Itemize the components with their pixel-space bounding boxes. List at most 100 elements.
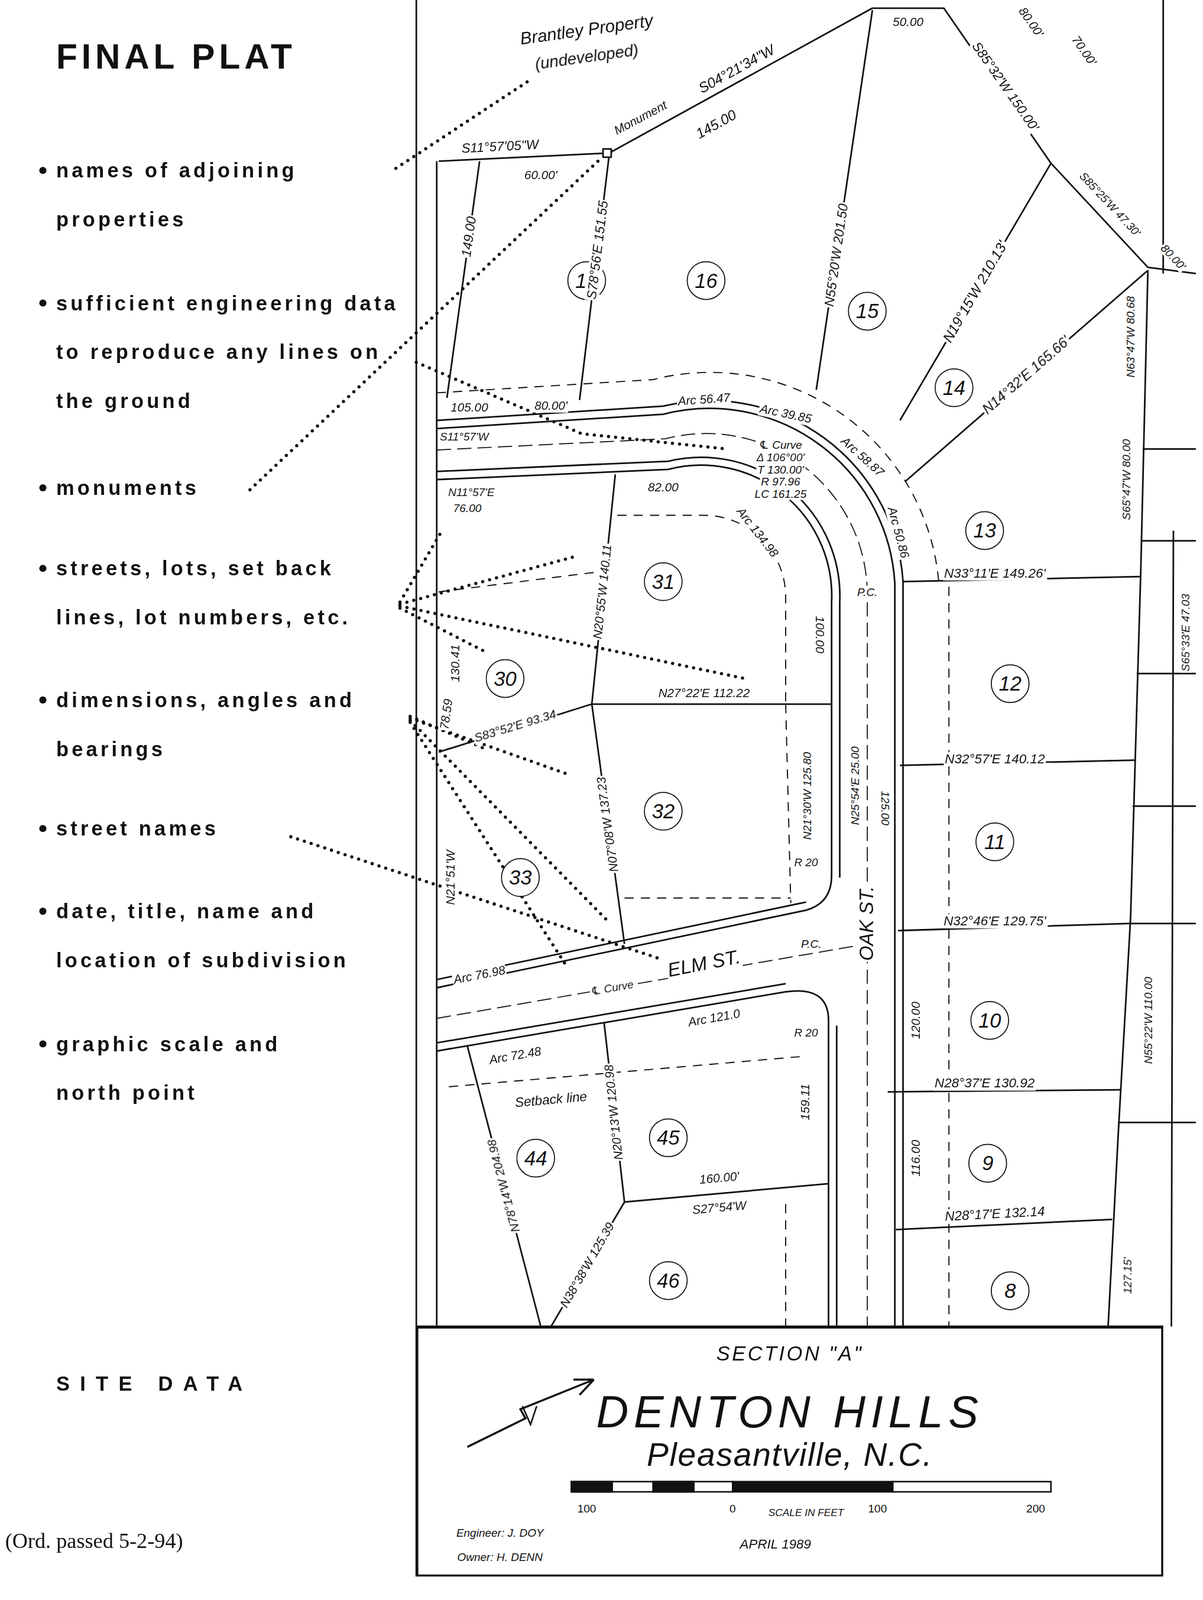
survey-annotation: N32°46'E 129.75' (942, 913, 1047, 929)
lot-number-circle: 32 (643, 791, 683, 831)
scale-number: 200 (1025, 1501, 1046, 1514)
survey-annotation: S83°52'E 93.34 (471, 707, 559, 746)
survey-annotation: R 97.96 (759, 475, 802, 488)
lot-line (467, 1022, 829, 1326)
survey-annotation: Arc 50.86 (884, 504, 912, 561)
survey-annotation: ℄ Curve (588, 977, 636, 998)
requirement-item: dimensions, angles and bearings (56, 675, 404, 774)
survey-annotation: 145.00 (692, 106, 741, 143)
survey-annotation: 120.00 (909, 1000, 924, 1040)
lot-number-circle: 8 (990, 1270, 1030, 1310)
survey-annotation: Arc 39.85 (757, 401, 815, 427)
lot-number: 14 (942, 375, 966, 400)
survey-annotation: N63°47'W 80.68 (1124, 294, 1137, 379)
survey-annotation: 127.15' (1121, 1256, 1134, 1295)
bullet-dot (39, 696, 47, 704)
bullet-dot (39, 824, 47, 832)
lot-number-circle: 46 (649, 1260, 689, 1300)
lot-number-circle: 31 (643, 562, 683, 602)
lot-number: 31 (652, 569, 675, 594)
lot-number-circle: 14 (934, 368, 974, 408)
lot-number: 44 (524, 1146, 547, 1170)
survey-annotation: 125.00 (879, 789, 893, 827)
survey-annotation: 60.00' (523, 168, 559, 183)
lot-number-circle: 11 (975, 822, 1015, 862)
survey-annotation: ELM ST. (665, 946, 744, 982)
survey-annotation: 149.00 (459, 214, 480, 259)
lot-number-circle: 33 (500, 857, 540, 897)
requirement-item: sufficient engineering data to reproduce… (56, 278, 404, 426)
adjoining-lot-line (1118, 448, 1196, 1326)
bullet-dot (39, 907, 47, 915)
survey-annotation: OAK ST. (856, 884, 878, 962)
survey-annotation: S65°47'W 80.00 (1120, 438, 1133, 521)
survey-annotation: 100.00 (812, 614, 827, 655)
survey-annotation: 82.00 (646, 481, 680, 495)
scale-number: 100 (867, 1501, 888, 1514)
survey-annotation: N19°15'W 210.13' (939, 237, 1011, 347)
lot-number: 30 (493, 666, 517, 691)
street-edge (436, 990, 829, 1327)
lot-number: 15 (855, 299, 879, 324)
plat-title: FINAL PLAT (56, 36, 297, 77)
survey-annotation: N33°11'E 149.26' (942, 566, 1047, 582)
scale-bar (892, 1481, 1052, 1492)
survey-annotation: Arc 72.48 (487, 1044, 544, 1068)
ordinance-note: (Ord. passed 5-2-94) (5, 1528, 184, 1554)
requirement-item: street names (56, 803, 404, 854)
lot-number: 32 (652, 799, 675, 823)
survey-annotation: (undeveloped) (532, 40, 641, 74)
scale-bar (732, 1481, 893, 1492)
survey-annotation: 80.00' (1015, 4, 1047, 41)
survey-annotation: 160.00' (698, 1169, 741, 1188)
sheet-frame (416, 0, 1163, 1577)
monument-marker (602, 148, 612, 158)
survey-annotation: Setback line (513, 1089, 589, 1111)
lot-line (887, 576, 1141, 1230)
survey-annotation: S11°57'W (438, 430, 490, 443)
survey-annotation: Arc 58.87 (837, 433, 888, 481)
lot-number: 12 (999, 671, 1022, 696)
survey-annotation: R 20 (793, 855, 820, 869)
setback-line (436, 372, 939, 582)
street-curb (436, 456, 841, 878)
street-edge (436, 400, 904, 1326)
bullet-dot (39, 484, 47, 492)
survey-annotation: N14°32'E 165.66' (978, 332, 1075, 419)
survey-annotation: 76.00 (452, 501, 483, 515)
requirement-item: streets, lots, set back lines, lot numbe… (56, 543, 404, 642)
survey-annotation: N21°51'W (444, 848, 459, 906)
survey-annotation: S04°21'34"W (695, 41, 778, 97)
survey-annotation: N32°57'E 140.12 (944, 751, 1047, 767)
survey-annotation: 159.11 (799, 1082, 813, 1121)
leader-line (410, 715, 611, 968)
street-edge (436, 465, 832, 988)
survey-annotation: N55°20'W 201.50 (822, 201, 852, 309)
requirement-item: graphic scale and north point (56, 1019, 342, 1118)
survey-annotation: SCALE IN FEET (767, 1506, 845, 1518)
subdivision-name: DENTON HILLS (595, 1386, 984, 1438)
street-curb (835, 1025, 838, 1326)
lot-number-circle: 45 (649, 1117, 689, 1157)
survey-annotation: T 130.00' (756, 462, 805, 476)
lot-number: 13 (973, 519, 996, 543)
lot-number: 9 (981, 1151, 994, 1176)
survey-annotation: P.C. (855, 585, 879, 599)
survey-annotation: Arc 121.0 (686, 1006, 743, 1030)
location-name: Pleasantville, N.C. (646, 1435, 933, 1474)
survey-annotation: S85°25'W 47.30' (1076, 168, 1144, 239)
survey-annotation: 78.59 (438, 696, 456, 732)
leader-line (250, 161, 599, 491)
street-curb (436, 408, 896, 1327)
boundary-line (435, 161, 438, 1327)
north-arrow (522, 1405, 537, 1425)
survey-annotation: N07°08'W 137.23 (594, 775, 622, 874)
north-arrow (467, 1379, 595, 1447)
survey-annotation: S27°54'W (690, 1198, 748, 1218)
street-centerline (436, 943, 868, 1018)
survey-annotation: Δ 106°00' (755, 451, 806, 464)
lot-number-circle: 44 (516, 1138, 556, 1178)
lot-number: 10 (978, 1008, 1001, 1033)
survey-annotation: N11°57'E (446, 485, 496, 498)
